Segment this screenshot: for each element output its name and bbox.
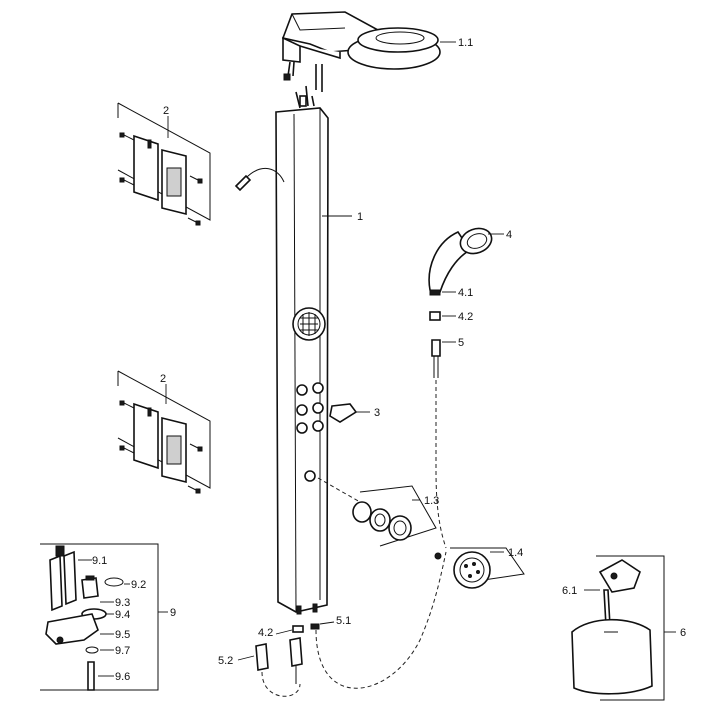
callout-5: 5	[458, 337, 464, 349]
valve-kit	[40, 543, 168, 691]
side-jet	[434, 547, 525, 589]
soap-holder	[329, 403, 370, 423]
callout-2-lower: 2	[160, 373, 166, 385]
callout-9-2: 9.2	[131, 579, 146, 591]
callout-9-7: 9.7	[115, 645, 130, 657]
callout-9-1: 9.1	[92, 555, 107, 567]
wall-box	[571, 555, 676, 701]
callout-4-1: 4.1	[458, 287, 473, 299]
hand-shower	[428, 227, 504, 549]
callout-9-3: 9.3	[115, 597, 130, 609]
callout-1-1: 1.1	[458, 37, 473, 49]
callout-9-4: 9.4	[115, 609, 130, 621]
callout-4: 4	[506, 229, 512, 241]
callout-1-4: 1.4	[508, 547, 523, 559]
callout-9-6: 9.6	[115, 671, 130, 683]
callout-5-1: 5.1	[336, 615, 351, 627]
head-shower	[281, 11, 441, 92]
callout-9: 9	[170, 607, 176, 619]
shower-column	[275, 85, 329, 615]
callout-4-2-bottom: 4.2	[258, 627, 273, 639]
callout-3: 3	[374, 407, 380, 419]
callout-6-1: 6.1	[562, 585, 577, 597]
callout-1-3: 1.3	[424, 495, 439, 507]
body-jets	[317, 477, 437, 547]
callout-1: 1	[357, 211, 363, 223]
callout-9-5: 9.5	[115, 629, 130, 641]
side-hose	[234, 168, 285, 192]
bottom-fittings	[237, 551, 447, 697]
callout-2-upper: 2	[163, 105, 169, 117]
callout-4-2: 4.2	[458, 311, 473, 323]
bracket-lower	[117, 370, 211, 494]
bracket-upper	[117, 102, 211, 226]
callout-5-2: 5.2	[218, 655, 233, 667]
callout-6: 6	[680, 627, 686, 639]
